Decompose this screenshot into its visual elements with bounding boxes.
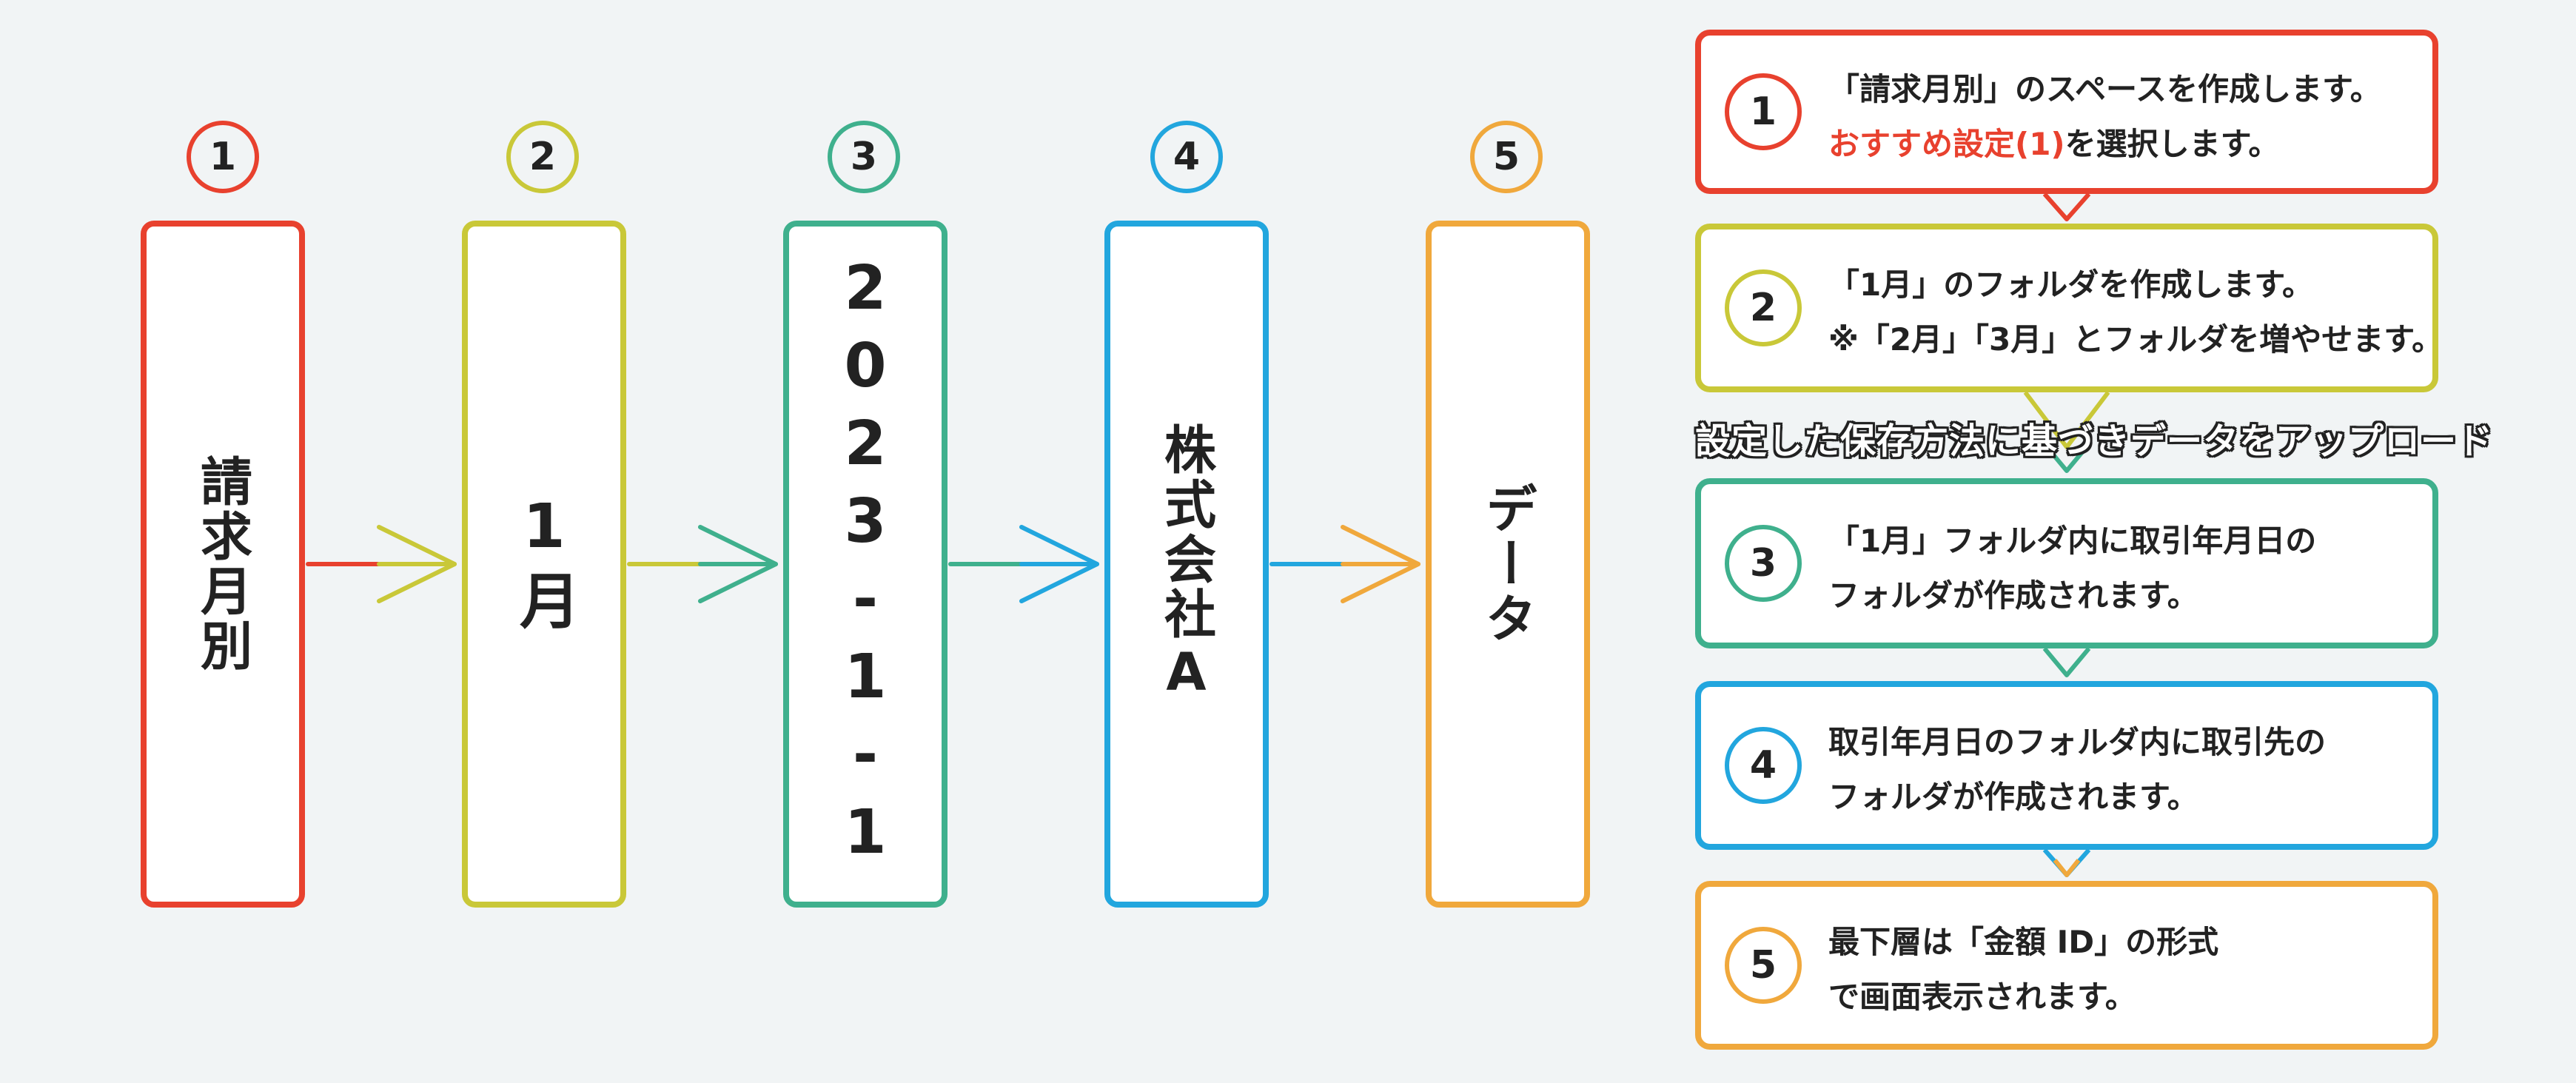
folder-label: 株式会社A (1155, 423, 1217, 705)
step-number-circle: 5 (1470, 121, 1543, 193)
step-text: 取引年月日のフォルダ内に取引先の フォルダが作成されます。 (1828, 715, 2326, 825)
arrow-icon (698, 525, 778, 603)
step-line: 「1月」のフォルダを作成します。 (1828, 266, 2314, 303)
upload-banner: 設定した保存方法に基づきデータをアップロード (1695, 420, 2494, 462)
step-line: ※「2月」「3月」とフォルダを増やせます。 (1828, 321, 2443, 358)
folder-label: 2023-1-1 (830, 253, 901, 875)
step-line: 「請求月別」のスペースを作成します。 (1828, 71, 2381, 107)
down-arrow-icon (2042, 848, 2091, 877)
folder-level-date: 2023-1-1 (783, 221, 947, 908)
folder-level-month: 1月 (462, 221, 626, 908)
down-arrow-icon (2053, 859, 2081, 877)
step-text: 「1月」のフォルダを作成します。 ※「2月」「3月」とフォルダを増やせます。 (1828, 258, 2443, 367)
step-number-circle: 1 (1725, 73, 1802, 150)
step-line: フォルダが作成されます。 (1828, 779, 2198, 815)
step-line: 「1月」フォルダ内に取引年月日の (1828, 523, 2317, 559)
folder-level-client: 株式会社A (1104, 221, 1269, 908)
arrow-icon (1341, 525, 1421, 603)
down-arrow-icon (2042, 192, 2091, 221)
step-line: フォルダが作成されます。 (1828, 577, 2198, 614)
step-number-circle: 2 (1725, 269, 1802, 346)
step-line: 取引年月日のフォルダ内に取引先の (1828, 724, 2327, 760)
step-box-5: 5 最下層は「金額 ID」の形式 で画面表示されます。 (1695, 881, 2438, 1050)
step-number-circle: 3 (828, 121, 900, 193)
folder-label: データ (1477, 482, 1538, 646)
step-box-4: 4 取引年月日のフォルダ内に取引先の フォルダが作成されます。 (1695, 681, 2438, 850)
highlight-text: おすすめ設定(1) (1828, 126, 2065, 162)
step-number-circle: 4 (1725, 727, 1802, 804)
folder-level-data: データ (1426, 221, 1590, 908)
step-text: 最下層は「金額 ID」の形式 で画面表示されます。 (1828, 915, 2218, 1025)
folder-level-space: 請求月別 (141, 221, 305, 908)
step-box-3: 3 「1月」フォルダ内に取引年月日の フォルダが作成されます。 (1695, 478, 2438, 648)
arrow-icon (377, 525, 457, 603)
step-text: 「1月」フォルダ内に取引年月日の フォルダが作成されます。 (1828, 514, 2316, 623)
step-line: で画面表示されます。 (1828, 979, 2136, 1015)
step-box-2: 2 「1月」のフォルダを作成します。 ※「2月」「3月」とフォルダを増やせます。 (1695, 224, 2443, 392)
down-arrow-icon (2023, 391, 2110, 449)
step-number-circle: 2 (506, 121, 579, 193)
step-box-1: 1 「請求月別」のスペースを作成します。 おすすめ設定(1)を選択します。 (1695, 30, 2438, 194)
step-number-circle: 3 (1725, 525, 1802, 602)
down-arrow-icon (2042, 443, 2091, 473)
step-number-circle: 4 (1150, 121, 1223, 193)
down-arrow-icon (2042, 647, 2091, 677)
folder-label: 請求月別 (192, 455, 253, 674)
step-text: 「請求月別」のスペースを作成します。 おすすめ設定(1)を選択します。 (1828, 62, 2381, 172)
step-line: おすすめ設定(1)を選択します。 (1828, 117, 2381, 172)
folder-label: 1月 (509, 491, 580, 637)
step-line: 最下層は「金額 ID」の形式 (1828, 924, 2219, 960)
step-number-circle: 1 (187, 121, 259, 193)
step-number-circle: 5 (1725, 927, 1802, 1004)
step-line-rest: を選択します。 (2065, 126, 2280, 162)
arrow-icon (1019, 525, 1099, 603)
